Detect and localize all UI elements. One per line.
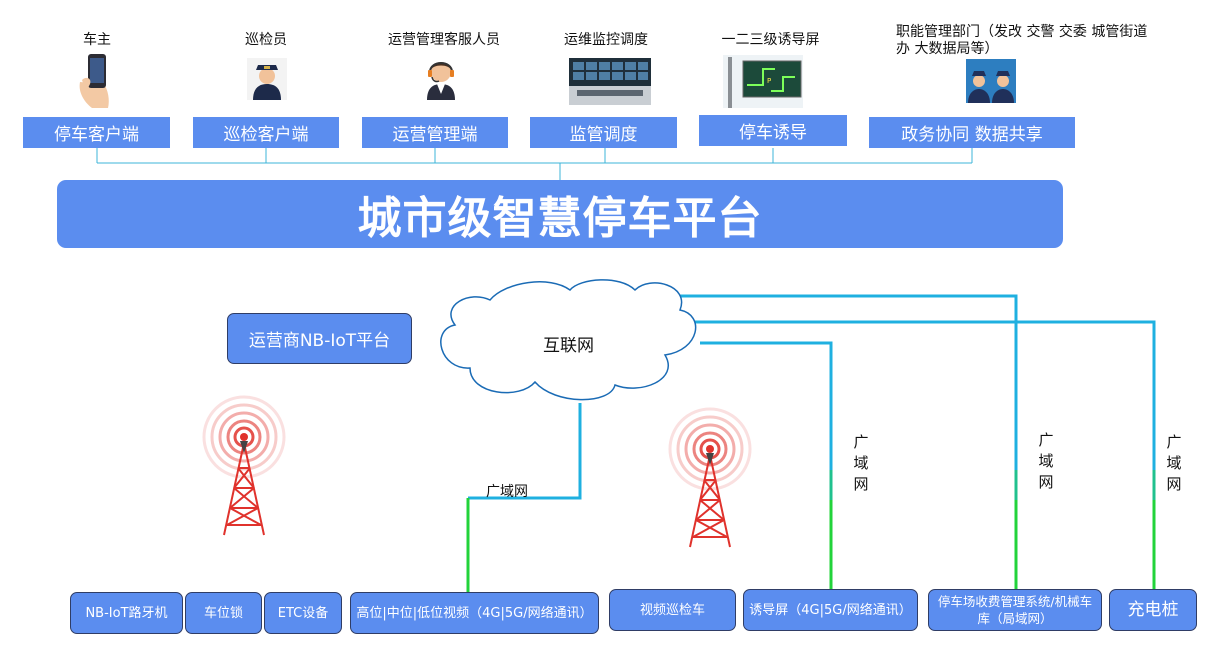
device-charging-pile: 充电桩 <box>1109 589 1197 631</box>
device-video-cameras: 高位|中位|低位视频（4G|5G/网络通讯） <box>350 592 599 634</box>
wan-char: 域 <box>1166 454 1182 472</box>
wan-label-charger: 广 域 网 <box>1165 432 1183 495</box>
wan-char: 域 <box>853 454 869 472</box>
device-parking-lock: 车位锁 <box>185 592 262 634</box>
wan-char: 广 <box>1038 431 1054 449</box>
nb-iot-platform: 运营商NB-IoT平台 <box>227 313 412 364</box>
internet-links <box>468 294 1156 500</box>
client-parking-app[interactable]: 停车客户端 <box>23 117 170 148</box>
wan-char: 网 <box>1038 473 1054 491</box>
user-label-inspector: 巡检员 <box>245 32 287 48</box>
headset-agent-icon <box>427 62 455 100</box>
device-patrol-vehicle: 视频巡检车 <box>609 589 736 631</box>
signal-tower-icon <box>202 395 286 536</box>
svg-text:P: P <box>767 77 771 85</box>
control-room-icon <box>569 58 651 105</box>
officers-icon <box>966 59 1016 103</box>
user-label-monitoring: 运维监控调度 <box>564 32 648 48</box>
wan-label-video: 广域网 <box>486 484 528 500</box>
device-etc: ETC设备 <box>264 592 342 634</box>
user-label-government: 职能管理部门（发改 交警 交委 城管街道办 大数据局等） <box>896 24 1148 57</box>
user-label-operator: 运营管理客服人员 <box>388 32 500 48</box>
internet-cloud <box>440 279 697 401</box>
wan-char: 网 <box>1166 475 1182 493</box>
city-parking-platform: 城市级智慧停车平台 <box>57 180 1063 248</box>
device-guidance-screen: 诱导屏（4G|5G/网络通讯） <box>743 589 918 631</box>
inspector-icon <box>247 58 287 100</box>
guidance-screen-icon: P <box>723 55 803 108</box>
wan-label-guidance: 广 域 网 <box>852 432 870 495</box>
wan-label-parking-system: 广 域 网 <box>1037 430 1055 493</box>
client-tree-connectors <box>96 148 973 180</box>
client-inspection-app[interactable]: 巡检客户端 <box>193 117 339 148</box>
device-parking-system: 停车场收费管理系统/机械车库（局域网） <box>928 589 1102 631</box>
user-label-guidance-screen: 一二三级诱导屏 <box>721 32 820 48</box>
wan-char: 网 <box>853 475 869 493</box>
wan-char: 广 <box>1166 433 1182 451</box>
wan-char: 广 <box>853 433 869 451</box>
phone-in-hand-icon <box>79 54 109 108</box>
signal-tower-icon <box>668 407 752 548</box>
wan-char: 域 <box>1038 452 1054 470</box>
internet-label: 互联网 <box>543 336 594 356</box>
link-gradient-bands <box>829 470 1156 500</box>
device-nb-iot-curb: NB-IoT路牙机 <box>70 592 183 634</box>
client-parking-guidance[interactable]: 停车诱导 <box>699 115 847 146</box>
client-government-collab[interactable]: 政务协同 数据共享 <box>869 117 1075 148</box>
user-label-car-owner: 车主 <box>83 32 111 48</box>
client-operations[interactable]: 运营管理端 <box>362 117 508 148</box>
client-supervision-dispatch[interactable]: 监管调度 <box>530 117 677 148</box>
